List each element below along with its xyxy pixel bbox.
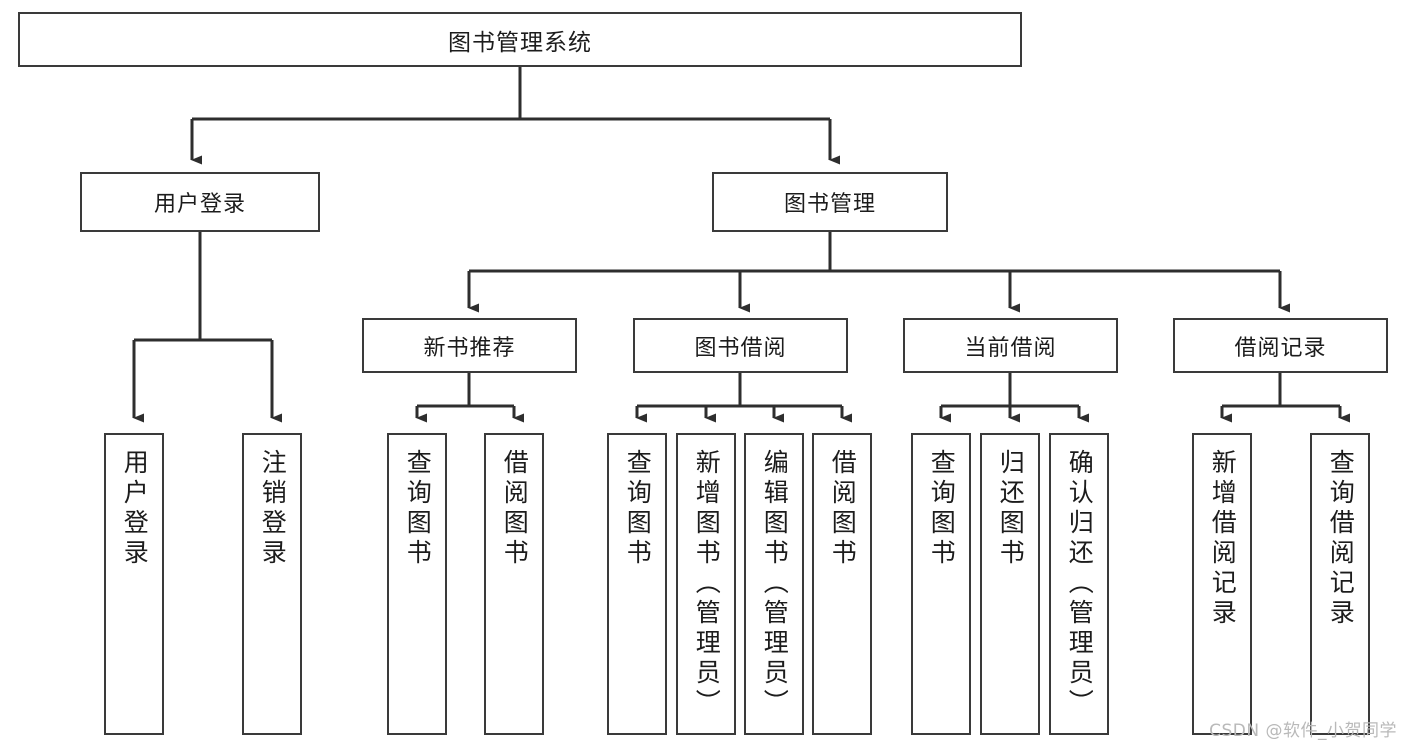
leaf-book-borrow-3-label: 编辑图书（管理员）	[760, 449, 790, 719]
node-root[interactable]: 图书管理系统	[18, 12, 1022, 67]
leaf-book-borrow-1-label: 查询图书	[623, 449, 653, 569]
leaf-new-book-2[interactable]: 借阅图书	[484, 433, 544, 735]
leaf-borrow-record-1-label: 新增借阅记录	[1208, 449, 1238, 629]
leaf-new-book-1-label: 查询图书	[403, 449, 433, 569]
node-root-label: 图书管理系统	[448, 29, 592, 56]
leaf-current-borrow-1-label: 查询图书	[927, 449, 957, 569]
leaf-current-borrow-3-label: 确认归还（管理员）	[1065, 449, 1095, 719]
leaf-borrow-record-2-label: 查询借阅记录	[1326, 449, 1356, 629]
leaf-book-borrow-2-label: 新增图书（管理员）	[692, 449, 722, 719]
leaf-book-borrow-4-label: 借阅图书	[828, 449, 858, 569]
leaf-book-borrow-4[interactable]: 借阅图书	[812, 433, 872, 735]
node-new-book-recommend-label: 新书推荐	[423, 335, 516, 361]
leaf-borrow-record-1[interactable]: 新增借阅记录	[1192, 433, 1252, 735]
leaf-current-borrow-3[interactable]: 确认归还（管理员）	[1049, 433, 1109, 735]
node-user-login[interactable]: 用户登录	[80, 172, 320, 232]
node-new-book-recommend[interactable]: 新书推荐	[362, 318, 577, 373]
node-book-borrow-label: 图书借阅	[694, 335, 787, 361]
node-book-borrow[interactable]: 图书借阅	[633, 318, 848, 373]
node-book-management[interactable]: 图书管理	[712, 172, 948, 232]
leaf-current-borrow-2-label: 归还图书	[996, 449, 1026, 569]
node-borrow-record[interactable]: 借阅记录	[1173, 318, 1388, 373]
leaf-new-book-1[interactable]: 查询图书	[387, 433, 447, 735]
node-current-borrow[interactable]: 当前借阅	[903, 318, 1118, 373]
leaf-book-borrow-1[interactable]: 查询图书	[607, 433, 667, 735]
node-borrow-record-label: 借阅记录	[1234, 335, 1327, 361]
leaf-user-login-2[interactable]: 注销登录	[242, 433, 302, 735]
leaf-user-login-1[interactable]: 用户登录	[104, 433, 164, 735]
node-current-borrow-label: 当前借阅	[964, 335, 1057, 361]
leaf-user-login-1-label: 用户登录	[120, 449, 150, 569]
node-book-management-label: 图书管理	[783, 192, 876, 217]
node-user-login-label: 用户登录	[153, 192, 246, 217]
leaf-borrow-record-2[interactable]: 查询借阅记录	[1310, 433, 1370, 735]
leaf-book-borrow-3[interactable]: 编辑图书（管理员）	[744, 433, 804, 735]
leaf-current-borrow-1[interactable]: 查询图书	[911, 433, 971, 735]
leaf-user-login-2-label: 注销登录	[258, 449, 288, 569]
leaf-new-book-2-label: 借阅图书	[500, 449, 530, 569]
leaf-current-borrow-2[interactable]: 归还图书	[980, 433, 1040, 735]
leaf-book-borrow-2[interactable]: 新增图书（管理员）	[676, 433, 736, 735]
